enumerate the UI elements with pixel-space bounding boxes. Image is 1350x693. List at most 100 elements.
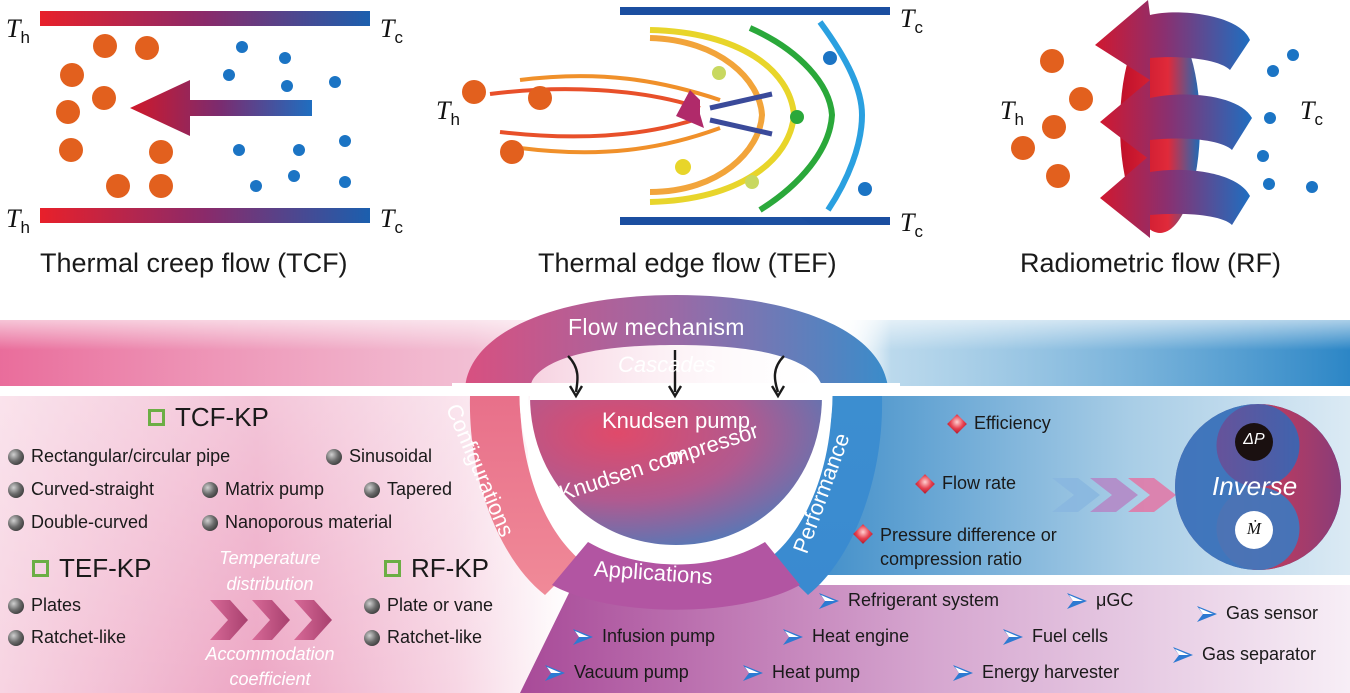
application-label: Infusion pump [602,626,716,646]
config-item-label: Curved-straight [31,479,155,499]
rf-kp-checkbox-icon [384,560,401,577]
rf-kp-heading: RF-KP [384,553,489,584]
config-item: Nanoporous material [202,512,392,533]
pump-title-line1: Knudsen pump [602,408,750,433]
tc-symbol: T [380,14,395,43]
th-subscript: h [20,28,30,48]
tcf-th-label-bottom: Th [6,204,30,238]
bullet-icon [202,514,218,531]
config-item-label: Ratchet-like [31,627,127,647]
temperature-distribution-label: Temperature distribution [200,545,340,597]
pump-title-line2: or [666,444,686,469]
config-item: Ratchet-like [8,627,126,648]
distribution-line: distribution [226,574,314,594]
application-item: Heat engine [782,626,909,647]
config-item-label: Double-curved [31,512,149,532]
config-item: Matrix pump [202,479,324,500]
tcf-bottom-wall [40,208,370,223]
rf-cold-molecules [1257,49,1318,193]
performance-chevrons [1052,478,1176,512]
config-item: Rectangular/circular pipe [8,446,230,467]
bullet-icon [8,597,24,614]
application-item: Energy harvester [952,662,1119,683]
accommodation-line: Accommodation [205,644,335,664]
bullet-icon [364,597,380,614]
application-label: Gas sensor [1226,603,1319,623]
rf-panel [1011,0,1318,238]
tcf-panel [40,11,370,223]
tc-subscript: c [1314,110,1323,130]
application-label: Heat engine [812,626,910,646]
tc-subscript: c [394,28,403,48]
tcf-cold-molecules [223,41,351,192]
performance-item-label: compression ratio [880,549,1023,569]
config-item: Sinusoidal [326,446,432,467]
tcf-caption: Thermal creep flow (TCF) [40,248,348,278]
diamond-icon [915,474,935,494]
config-item-label: Ratchet-like [387,627,483,647]
rf-tc-label: Tc [1300,96,1323,130]
inverse-yin-yang [1175,404,1341,570]
config-item: Plates [8,595,81,616]
application-label: Vacuum pump [574,662,689,682]
application-label: Refrigerant system [848,590,1000,610]
coefficient-line: coefficient [229,669,311,689]
tef-caption: Thermal edge flow (TEF) [538,248,837,278]
config-item-label: Tapered [387,479,453,499]
bullet-icon [326,448,342,465]
bullet-icon [8,448,24,465]
application-item: Gas sensor [1196,603,1318,624]
config-item: Ratchet-like [364,627,482,648]
tef-kp-checkbox-icon [32,560,49,577]
cascades-label: Cascades [618,352,716,377]
config-item: Curved-straight [8,479,154,500]
arrow-icon [819,592,839,609]
tcf-hot-molecules [56,34,173,198]
config-item-label: Nanoporous material [225,512,393,532]
arrow-icon [573,628,593,645]
tef-th-label: Th [436,96,460,130]
application-label: Fuel cells [1032,626,1109,646]
temperature-line: Temperature [219,548,321,568]
application-item: Fuel cells [1002,626,1108,647]
bullet-icon [8,481,24,498]
tef-panel [462,7,890,225]
arrow-icon [953,664,973,681]
accommodation-coefficient-label: Accommodation coefficient [186,642,354,692]
core-semicircle [530,396,822,545]
applications-arc [552,542,800,610]
application-item: Infusion pump [572,626,715,647]
config-item: Double-curved [8,512,148,533]
tcf-kp-heading: TCF-KP [148,402,269,433]
tef-tc-label-bottom: Tc [900,208,923,242]
tcf-tc-label-top: Tc [380,14,403,48]
tef-top-wall [620,7,890,15]
config-item-label: Plate or vane [387,595,494,615]
config-item: Plate or vane [364,595,493,616]
cascade-arrows [567,350,786,399]
rf-caption: Radiometric flow (RF) [1020,248,1282,278]
tcf-top-wall [40,11,370,26]
application-item: Gas separator [1172,644,1316,665]
diamond-icon [853,524,873,544]
tc-symbol: T [900,4,915,33]
performance-item-label: Flow rate [942,473,1017,493]
tc-subscript: c [394,218,403,238]
arrow-icon [1197,605,1217,622]
tef-streamlines [489,74,721,155]
config-item-label: Sinusoidal [349,446,433,466]
config-item-label: Matrix pump [225,479,325,499]
th-symbol: T [1000,96,1015,125]
flow-mechanism-arc [465,295,888,388]
tc-symbol: T [1300,96,1315,125]
rf-kp-title: RF-KP [411,553,489,583]
tcf-flow-arrow [130,80,312,136]
delta-p-symbol: ΔP [1243,431,1265,448]
diamond-icon [947,414,967,434]
performance-item: Flow rate [915,473,1017,494]
performance-arc [770,396,883,595]
application-item: Vacuum pump [544,662,689,683]
arrow-icon [545,664,565,681]
